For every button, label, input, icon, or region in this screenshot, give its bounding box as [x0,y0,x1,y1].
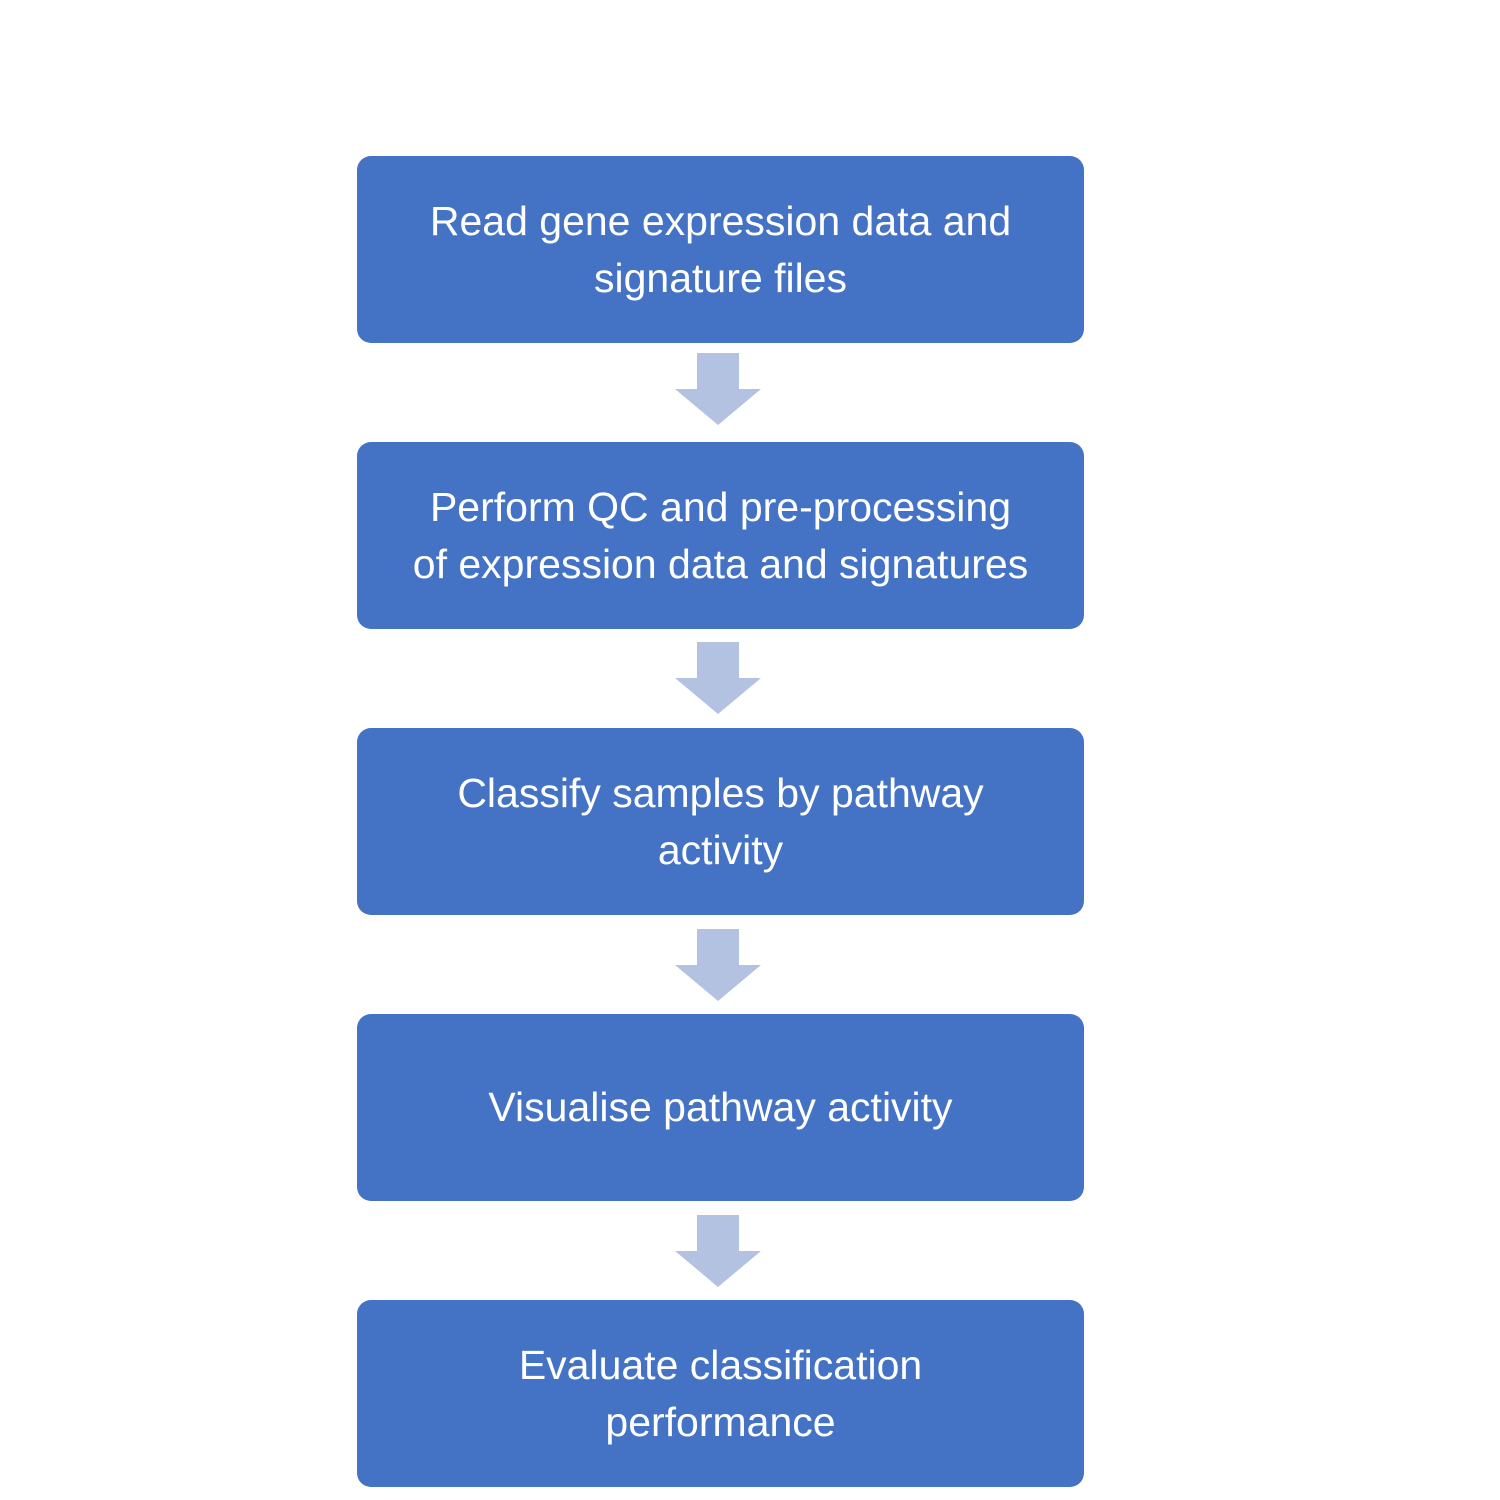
down-arrow-icon [675,1215,761,1287]
step-label: Visualise pathway activity [488,1084,953,1130]
step-evaluate-box: Evaluate classification performance [357,1300,1084,1487]
step-classify-samples-box: Classify samples by pathway activity [357,728,1084,915]
step-label: Perform QC and pre-processing of express… [412,483,1029,587]
step-label: Read gene expression data and signature … [429,197,1012,301]
down-arrow-icon [675,642,761,714]
step-read-data-box: Read gene expression data and signature … [357,156,1084,343]
step-label: Classify samples by pathway activity [457,769,984,873]
step-qc-preprocessing-box: Perform QC and pre-processing of express… [357,442,1084,629]
down-arrow-icon [675,929,761,1001]
down-arrow-icon [675,353,761,425]
step-visualise-box: Visualise pathway activity [357,1014,1084,1201]
step-label: Evaluate classification performance [518,1341,923,1445]
